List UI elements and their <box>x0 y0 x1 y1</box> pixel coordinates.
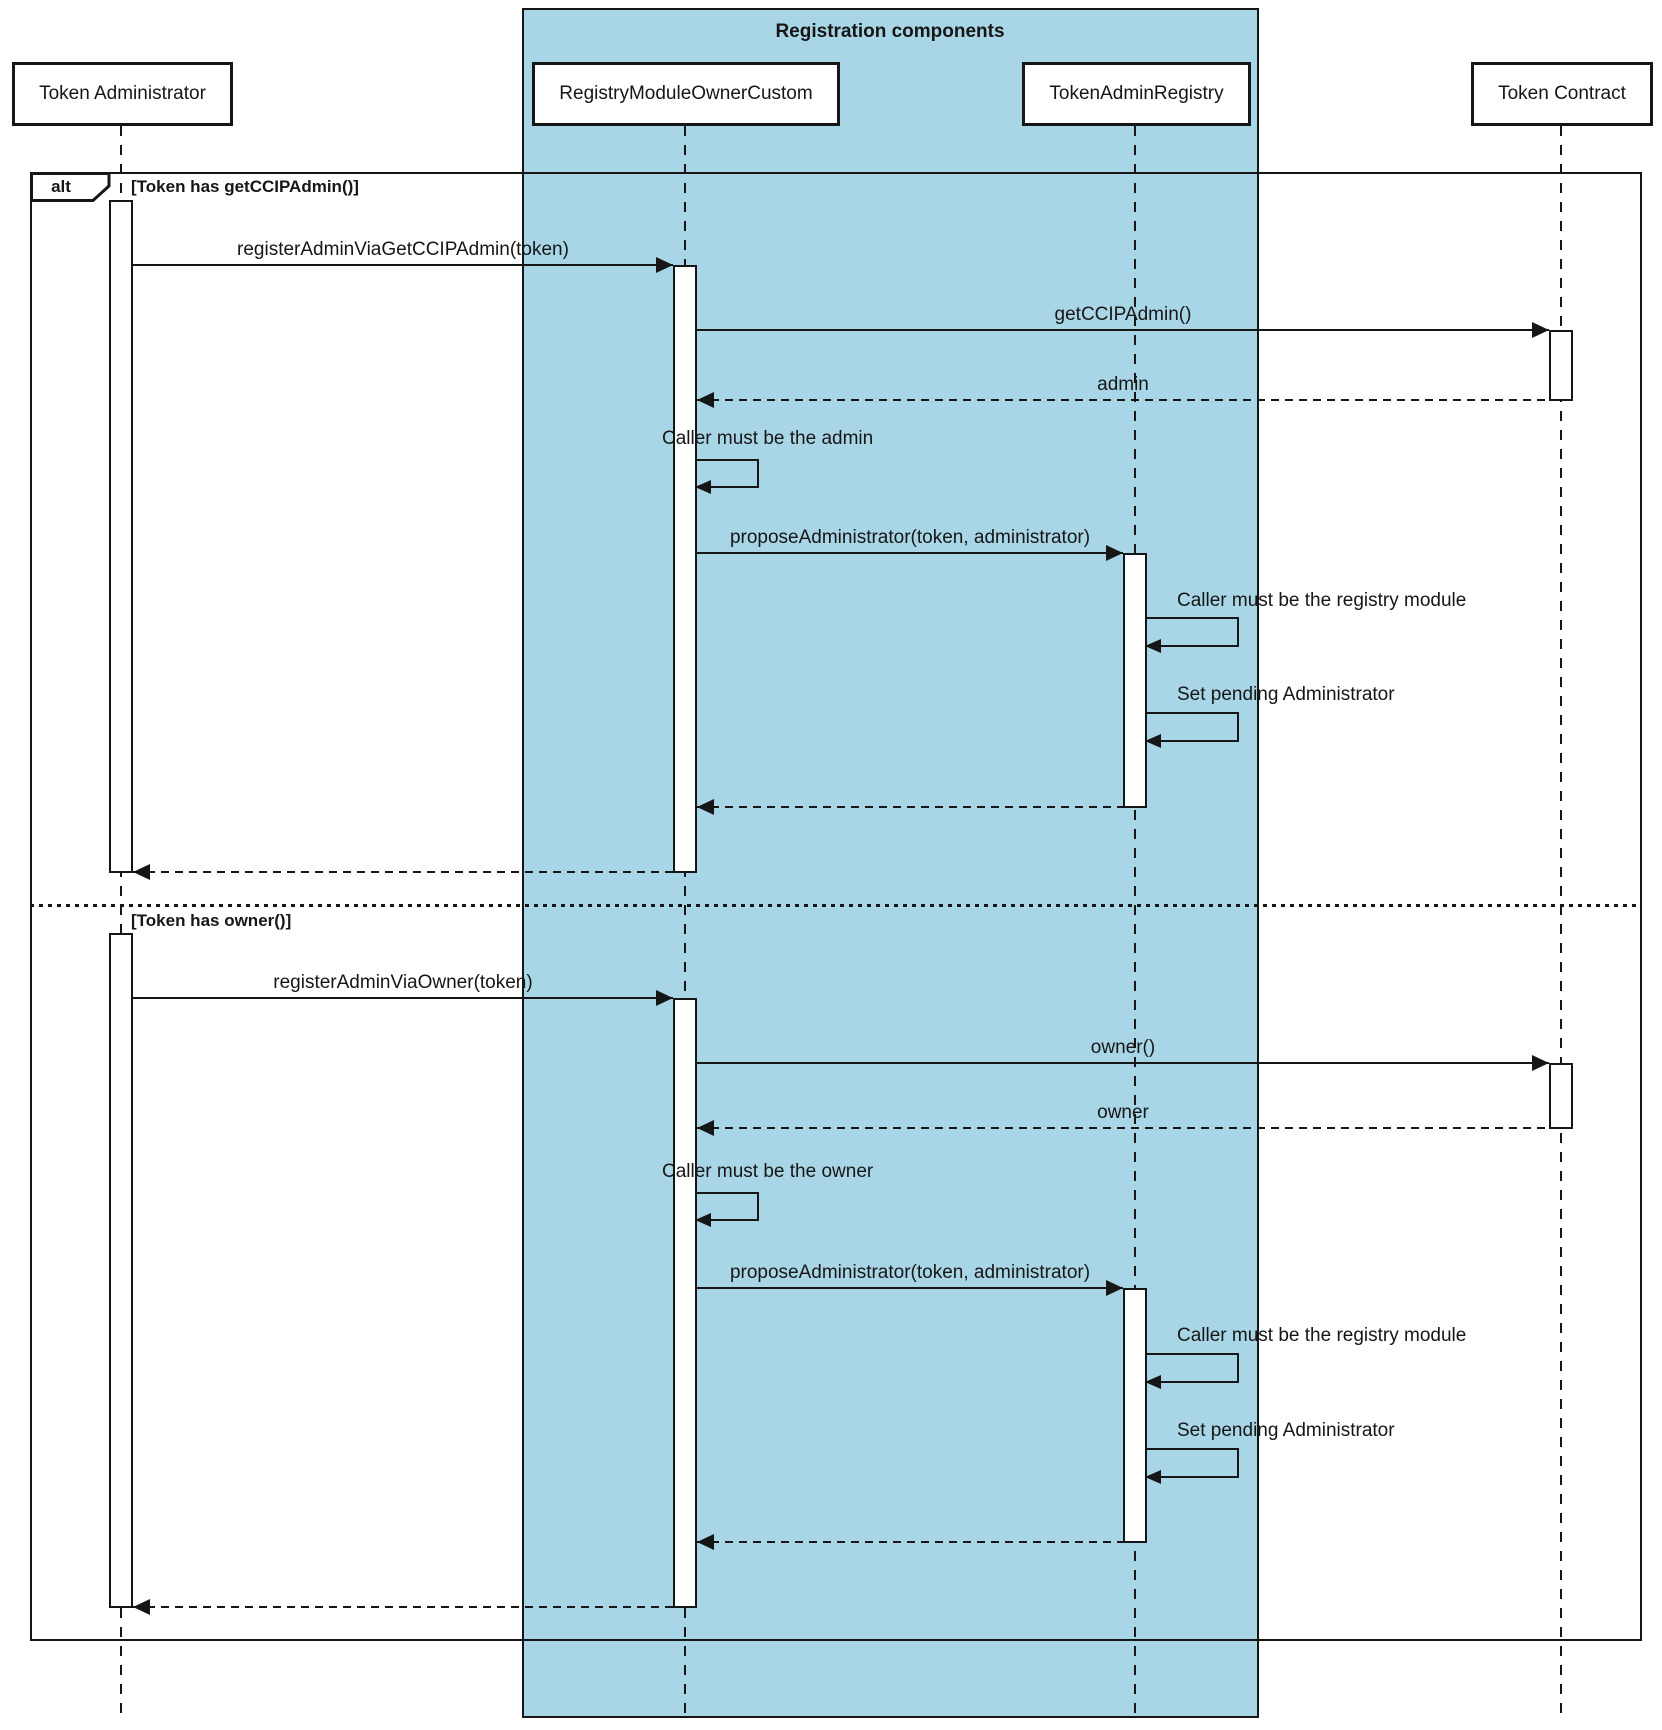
return-line <box>133 1606 673 1608</box>
self-message-loop <box>1145 617 1239 653</box>
self-message-loop <box>695 459 759 494</box>
alt-operator-label: alt <box>51 177 71 196</box>
return-line <box>697 806 1123 808</box>
activation-token-admin-registry-1 <box>1123 553 1147 808</box>
arrowhead <box>133 1599 150 1615</box>
arrowhead <box>697 392 714 408</box>
self-message-loop <box>1145 1448 1239 1484</box>
self-message-label-set-pending-administrator: Set pending Administrator <box>1177 684 1395 705</box>
message-label-propose-administrator-2: proposeAdministrator(token, administrato… <box>729 1262 1091 1283</box>
return-line <box>133 871 673 873</box>
return-line <box>697 399 1549 401</box>
self-message-loop <box>1145 712 1239 748</box>
alt-operator-pentagon <box>30 172 111 202</box>
participant-token-administrator: Token Administrator <box>12 62 233 126</box>
lifeline-token-administrator <box>120 126 122 1716</box>
arrowhead <box>1106 545 1123 561</box>
arrowhead <box>1145 1470 1161 1484</box>
participant-label: TokenAdminRegistry <box>1049 83 1224 104</box>
arrowhead <box>1106 1280 1123 1296</box>
message-line <box>697 329 1549 331</box>
arrowhead <box>1145 734 1161 748</box>
message-line <box>697 552 1123 554</box>
participant-label: RegistryModuleOwnerCustom <box>559 83 813 104</box>
arrowhead <box>1145 639 1161 653</box>
arrowhead <box>1532 1055 1549 1071</box>
self-message-label-caller-must-be-registry-module-2: Caller must be the registry module <box>1177 1325 1467 1346</box>
self-message-label-caller-must-be-registry-module: Caller must be the registry module <box>1177 590 1467 611</box>
message-label-owner-call: owner() <box>1090 1037 1156 1058</box>
self-message-label-caller-must-be-owner: Caller must be the owner <box>662 1161 874 1182</box>
message-label-register-admin-via-owner: registerAdminViaOwner(token) <box>273 972 533 993</box>
participant-token-contract: Token Contract <box>1471 62 1653 126</box>
arrowhead <box>695 1213 711 1227</box>
lifeline-registry-module-owner-custom <box>684 126 686 1716</box>
guard-token-has-getccipadmin: [Token has getCCIPAdmin()] <box>131 177 359 196</box>
message-label-get-ccip-admin: getCCIPAdmin() <box>1054 304 1192 325</box>
self-message-loop <box>1145 1353 1239 1389</box>
message-line <box>697 1062 1549 1064</box>
arrowhead <box>697 799 714 815</box>
message-line <box>697 1287 1123 1289</box>
lifeline-token-contract <box>1560 126 1562 1716</box>
arrowhead <box>695 480 711 494</box>
message-label-propose-administrator: proposeAdministrator(token, administrato… <box>729 527 1091 548</box>
lifeline-token-admin-registry <box>1134 126 1136 1716</box>
activation-token-administrator-1 <box>109 200 133 873</box>
guard-token-has-owner: [Token has owner()] <box>131 911 292 930</box>
self-message-label-set-pending-administrator-2: Set pending Administrator <box>1177 1420 1395 1441</box>
self-message-loop <box>695 1192 759 1227</box>
return-label-admin: admin <box>1097 374 1149 395</box>
activation-registry-module-1 <box>673 265 697 873</box>
arrowhead <box>1145 1375 1161 1389</box>
activation-token-admin-registry-2 <box>1123 1288 1147 1543</box>
self-message-label-caller-must-be-admin: Caller must be the admin <box>662 428 874 449</box>
return-line <box>697 1541 1123 1543</box>
activation-token-contract-2 <box>1549 1063 1573 1129</box>
message-label-register-admin-via-getccipadmin: registerAdminViaGetCCIPAdmin(token) <box>237 239 569 260</box>
arrowhead <box>1532 322 1549 338</box>
alt-else-divider <box>30 904 1642 907</box>
return-label-owner: owner <box>1097 1102 1149 1123</box>
arrowhead <box>133 864 150 880</box>
arrowhead <box>697 1534 714 1550</box>
participant-label: Token Contract <box>1498 83 1626 104</box>
participant-registry-module-owner-custom: RegistryModuleOwnerCustom <box>532 62 840 126</box>
registration-components-title: Registration components <box>775 21 1005 42</box>
activation-token-administrator-2 <box>109 933 133 1608</box>
return-line <box>697 1127 1549 1129</box>
participant-label: Token Administrator <box>39 83 206 104</box>
activation-registry-module-2 <box>673 998 697 1608</box>
message-line <box>133 997 673 999</box>
participant-token-admin-registry: TokenAdminRegistry <box>1022 62 1251 126</box>
arrowhead <box>656 257 673 273</box>
message-line <box>133 264 673 266</box>
activation-token-contract-1 <box>1549 330 1573 401</box>
arrowhead <box>697 1120 714 1136</box>
arrowhead <box>656 990 673 1006</box>
